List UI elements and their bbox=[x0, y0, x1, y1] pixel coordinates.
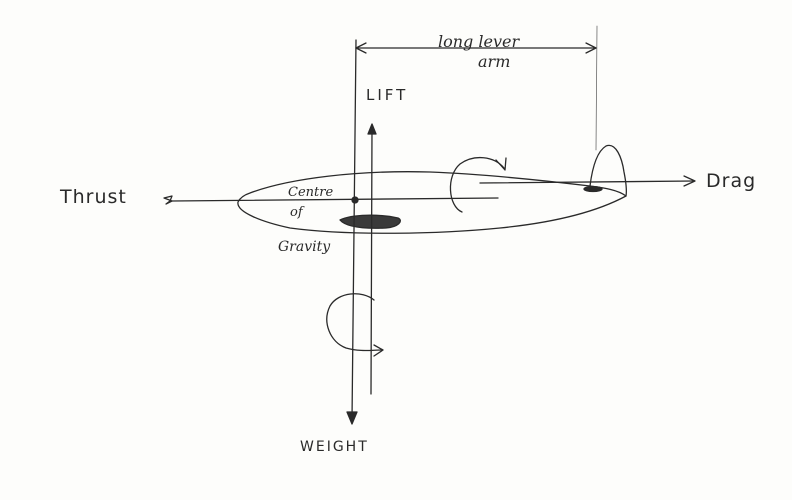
lever-arm-right-tick bbox=[595, 25, 598, 151]
pitch-rotation-arrowhead bbox=[495, 157, 507, 171]
thrust-line bbox=[171, 197, 499, 202]
drag-label: Drag bbox=[706, 170, 757, 192]
lever-arm-right-arrow bbox=[585, 42, 597, 54]
weight-label: WEIGHT bbox=[300, 439, 369, 455]
pitch-rotation-arrow bbox=[449, 157, 505, 213]
weight-line bbox=[351, 39, 357, 421]
cg-label-line1: Centre bbox=[288, 185, 334, 200]
cg-label-line2: of bbox=[290, 205, 303, 220]
drag-arrowhead bbox=[683, 175, 696, 187]
drag-line bbox=[479, 180, 695, 184]
lift-line bbox=[370, 127, 373, 395]
lift-label: LIFT bbox=[366, 86, 409, 104]
fuselage-outline bbox=[237, 171, 627, 234]
lever-arm-label-line2: arm bbox=[478, 52, 511, 71]
cg-label-line3: Gravity bbox=[278, 239, 331, 255]
thrust-arrowhead bbox=[163, 195, 173, 205]
wing bbox=[339, 214, 401, 229]
thrust-label: Thrust bbox=[60, 186, 127, 208]
lever-arm-left-arrow bbox=[355, 42, 367, 54]
lever-arm-label-line1: long lever bbox=[438, 32, 520, 51]
yaw-rotation-arrowhead bbox=[373, 344, 384, 357]
cg-dot bbox=[351, 196, 359, 204]
lift-arrowhead bbox=[367, 123, 377, 135]
weight-arrowhead bbox=[346, 411, 358, 425]
tail-fin bbox=[589, 144, 628, 197]
tailplane bbox=[583, 185, 603, 193]
yaw-rotation-arrow bbox=[326, 293, 383, 352]
